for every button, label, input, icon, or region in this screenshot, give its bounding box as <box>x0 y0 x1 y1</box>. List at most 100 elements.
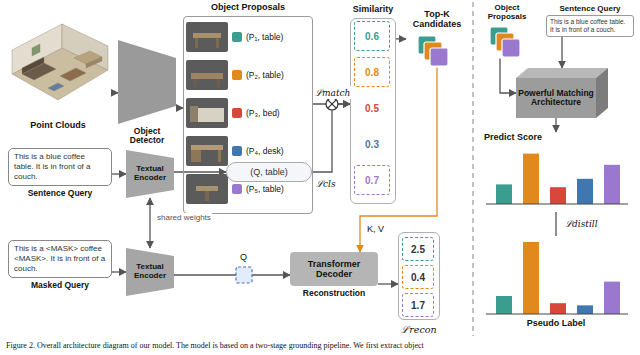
score-bar <box>604 165 620 204</box>
thumbnail-ground <box>186 136 228 166</box>
score-bar <box>577 305 593 314</box>
query-text: This is a blue coffee table. It is in fr… <box>546 15 634 37</box>
proposal-stack-icon <box>484 25 530 59</box>
scan-patch <box>22 57 44 74</box>
multiply-symbol <box>328 100 336 108</box>
furniture-shape <box>195 38 198 48</box>
furniture-shape <box>216 38 219 48</box>
proposal-label: (P₂, table) <box>246 70 284 80</box>
score-bar <box>550 187 566 204</box>
query-token <box>236 267 252 283</box>
chart-heading: Pseudo Label <box>478 318 634 328</box>
decoder-block: Transformer DecoderReconstruction <box>290 252 378 298</box>
block-caption: Reconstruction <box>290 288 378 298</box>
connector <box>112 92 118 93</box>
proposal-thumbnail <box>186 22 228 52</box>
score-value: 1.7 <box>411 300 425 311</box>
candidate-square <box>430 48 448 66</box>
chart-heading: Predict Score <box>484 132 634 142</box>
recon-score: 1.7 <box>402 293 434 317</box>
proposal-stack: Object Proposals <box>476 4 538 59</box>
proposal-label: (P₄, desk) <box>246 146 283 156</box>
furniture-shape <box>218 150 221 162</box>
block-label: Transformer Decoder <box>290 252 378 286</box>
score-chart: Predict Score <box>478 132 634 212</box>
connector <box>378 283 398 284</box>
connector <box>149 198 150 248</box>
multiply-symbol <box>328 100 336 108</box>
color-swatch <box>232 70 242 80</box>
connector <box>176 107 183 108</box>
chart-axis <box>486 314 628 315</box>
connector-label: Q <box>239 252 248 262</box>
connector-label: shared weights <box>156 213 212 222</box>
point-cloud <box>4 18 112 118</box>
proposal-label: (P₅, table) <box>246 184 284 194</box>
box-top <box>516 68 608 78</box>
proposal-row: (P₁, table) <box>186 20 308 54</box>
trapezoid <box>126 150 174 198</box>
column-heading: Similarity <box>350 4 396 14</box>
similarity-score: 0.8 <box>354 57 390 87</box>
proposal-row: (P₃, bed) <box>186 96 308 130</box>
bar-chart <box>478 236 634 316</box>
score-value: 2.5 <box>411 244 425 255</box>
sentence-query: This is a blue coffee table. It is in fr… <box>8 148 112 198</box>
recon-score: 0.4 <box>402 265 434 289</box>
stack-label: Object Proposals <box>476 4 538 22</box>
block-label: Textual Encoder <box>126 263 174 281</box>
score-value: 0.5 <box>365 103 379 114</box>
box-text-area: Powerful Matching Architecture <box>516 78 596 118</box>
similarity-score: 0.5 <box>354 93 390 123</box>
candidate-stack <box>414 34 460 68</box>
proposal-thumbnail <box>186 136 228 166</box>
similarity-column: 0.60.80.50.30.7Similarity <box>350 4 396 204</box>
loss-label: ℒmatch <box>314 86 351 99</box>
furniture-shape <box>191 73 223 79</box>
separator-line <box>472 2 473 336</box>
connector <box>174 171 226 172</box>
box-front <box>516 78 596 118</box>
block-label: Powerful Matching Architecture <box>516 89 596 108</box>
scan-patch <box>32 44 40 56</box>
proposal-label: (P₁, table) <box>246 32 283 42</box>
furniture-shape <box>191 150 201 162</box>
group-label: Top-K Candidates <box>406 10 468 30</box>
score-value: 0.6 <box>365 31 379 42</box>
score-bar <box>496 296 512 314</box>
query-heading: Sentence Query <box>546 4 634 13</box>
masked-query: This is a <MASK> coffee <MASK>. It is in… <box>8 240 112 290</box>
candidate-square <box>502 39 520 57</box>
label-chart: Pseudo Label <box>478 236 634 332</box>
score-bar <box>523 242 539 314</box>
connector <box>555 212 556 236</box>
trapezoid <box>126 248 174 296</box>
furniture-shape <box>217 79 220 87</box>
box-side <box>596 68 608 118</box>
figure-label: Point Clouds <box>30 120 86 130</box>
encoder-block: Textual Encoder <box>126 150 174 198</box>
connector <box>112 173 126 174</box>
furniture-shape <box>191 145 223 150</box>
multiply-symbol <box>326 98 338 110</box>
proposal-thumbnail <box>186 60 228 90</box>
connector <box>112 271 126 272</box>
bar-chart <box>478 142 634 206</box>
score-bar <box>550 303 566 314</box>
thumbnail-ground <box>186 98 228 128</box>
scan-patch <box>62 24 108 70</box>
recon-column: 2.50.41.7ℒrecon <box>398 232 440 336</box>
query-text: This is a <MASK> coffee <MASK>. It is in… <box>8 240 112 278</box>
topk-group: Top-K Candidates <box>406 10 468 68</box>
loss-label: ℒcls <box>315 177 337 190</box>
score-bar <box>523 154 539 204</box>
proposal-thumbnail <box>186 174 228 204</box>
connector <box>555 118 556 132</box>
proposal-row: (P₂, table) <box>186 58 308 92</box>
connector <box>396 38 406 39</box>
encoder-block: Textual Encoder <box>126 248 174 296</box>
sentence-query: Sentence QueryThis is a blue coffee tabl… <box>546 4 634 37</box>
furniture-shape <box>194 79 197 87</box>
score-value: 0.3 <box>365 139 379 150</box>
